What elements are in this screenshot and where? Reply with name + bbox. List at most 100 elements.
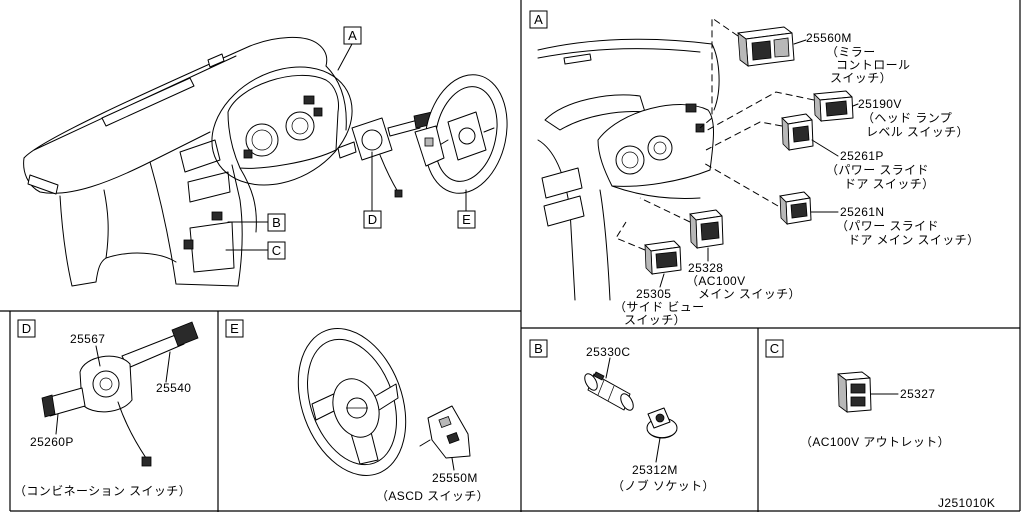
part-number-25327: 25327 xyxy=(900,387,935,401)
part-number-25550m: 25550M xyxy=(432,471,478,485)
detail-a-callout-box xyxy=(529,10,548,29)
part-desc-line: （パワー スライド xyxy=(826,163,929,177)
combination-switch-detail xyxy=(41,321,199,467)
detail-e-panel: E 25550M （ASCD スイッチ） xyxy=(225,319,489,503)
harness-connector xyxy=(394,189,403,198)
dashboard-closeup xyxy=(537,38,720,301)
dash-top-surface xyxy=(23,36,328,159)
detail-c-panel: C 25327 （AC100V アウトレット） xyxy=(765,339,950,449)
part-desc-line: レベル スイッチ） xyxy=(866,125,969,139)
leader-25540 xyxy=(165,351,171,383)
switch-side xyxy=(737,32,749,67)
leader-25330c xyxy=(605,357,611,379)
defroster-slot xyxy=(101,77,195,127)
closeup-vent-left-1 xyxy=(541,167,583,199)
detail-b-panel: B 25330C 25312M （ノブ ソケット） xyxy=(529,339,715,493)
closeup-gauge-left-inner xyxy=(621,151,639,169)
part-number-25567: 25567 xyxy=(70,332,105,346)
part-desc-line: ドア スイッチ） xyxy=(844,177,935,191)
part-number-25328: 25328 xyxy=(688,261,723,275)
ascd-button-upper xyxy=(438,416,452,428)
center-vent-upper xyxy=(179,139,221,173)
part-number-25261n: 25261N xyxy=(840,205,884,219)
dashed-leader-25328 xyxy=(639,197,691,223)
ascd-switch-body xyxy=(427,405,471,459)
part-desc-line: スイッチ） xyxy=(624,313,686,327)
headlamp-level-switch xyxy=(813,90,854,123)
center-stack xyxy=(149,161,243,287)
callout-b-label: B xyxy=(272,215,281,230)
dashed-leader-25261p xyxy=(705,121,783,151)
stalk-left-end xyxy=(41,394,56,418)
stalk-upper-right-knob xyxy=(171,321,199,347)
center-vent-lower xyxy=(187,171,231,203)
switch-side xyxy=(689,212,698,250)
part-number-25330c: 25330C xyxy=(586,345,630,359)
center-lower-panel xyxy=(189,221,235,273)
part-number-25540: 25540 xyxy=(156,381,191,395)
part-number-25305: 25305 xyxy=(636,287,671,301)
detail-c-caption: （AC100V アウトレット） xyxy=(800,435,950,449)
detail-e-caption: （ASCD スイッチ） xyxy=(376,489,489,503)
cluster-switch-a xyxy=(303,95,315,105)
detail-d-panel: D 25567 25540 25260P （コンビネーション スイッチ） xyxy=(14,319,199,498)
detail-e-callout-box xyxy=(225,319,244,338)
leader-25550m xyxy=(451,457,455,471)
ascd-button-overview xyxy=(424,137,434,147)
closeup-right-edge xyxy=(711,43,720,111)
area-a-outline xyxy=(211,66,353,186)
clock-spring-ring xyxy=(92,370,120,398)
stalk-right xyxy=(387,119,421,137)
closeup-gauge-left xyxy=(615,145,645,175)
power-slide-door-main-switch xyxy=(779,191,812,226)
detail-e-callout-label: E xyxy=(230,321,239,336)
closeup-vent-left-2 xyxy=(543,195,585,227)
cluster-gauge-left xyxy=(245,123,279,157)
socket-back-end xyxy=(584,373,598,391)
dash-lower-right xyxy=(239,167,257,233)
steering-wheel-detail xyxy=(297,328,407,476)
harness-connector xyxy=(141,456,152,467)
ascd-switch-detail xyxy=(419,405,471,459)
closeup-lower-panel xyxy=(599,189,611,301)
leader-25312m xyxy=(655,437,661,463)
detail-b-callout-box xyxy=(529,339,548,358)
detail-a-panel: A xyxy=(529,10,979,327)
callout-b-box xyxy=(267,213,286,232)
detail-c-callout-box xyxy=(765,339,784,358)
stalk-upper-right xyxy=(121,333,185,369)
detail-a-dashed-leaders xyxy=(615,17,815,251)
leader-25567 xyxy=(95,345,101,367)
dash-lower-edge xyxy=(23,131,211,194)
part-desc-line: （ヘッド ランプ xyxy=(862,111,952,125)
side-view-switch xyxy=(644,240,682,276)
detail-a-callout-label: A xyxy=(534,12,543,27)
outlet-front xyxy=(845,377,872,413)
leader-25305 xyxy=(659,273,665,288)
cluster-gauge-right-inner xyxy=(291,117,309,135)
callout-e-label: E xyxy=(462,212,471,227)
closeup-vent-upper xyxy=(544,94,646,131)
part-number-25312m: 25312M xyxy=(632,463,678,477)
switch-button xyxy=(655,251,678,269)
part-desc-line: （ミラー xyxy=(826,45,876,59)
drawing-code: J251010K xyxy=(938,496,995,510)
ascd-harness xyxy=(419,439,431,447)
leader-25260p xyxy=(55,413,59,435)
ascd-button-lower xyxy=(446,432,460,444)
ac100v-outlet xyxy=(837,371,872,413)
switch-knob-right xyxy=(773,37,790,58)
socket-25330c xyxy=(584,371,634,411)
part-number-25560m: 25560M xyxy=(806,31,852,45)
detail-a-labels: 25560M （ミラー コントロール スイッチ） 25190V （ヘッド ランプ… xyxy=(614,31,979,327)
stack-switch-2 xyxy=(183,239,194,250)
dashed-leader-25261n xyxy=(701,161,779,207)
knob-center xyxy=(655,413,665,423)
detail-a-leaders xyxy=(659,39,859,288)
detail-c-callout-label: C xyxy=(770,341,779,356)
clock-spring-center xyxy=(99,377,113,391)
combination-switch-overview xyxy=(337,111,435,198)
dashed-leader-25305 xyxy=(615,221,646,251)
part-desc-line: スイッチ） xyxy=(830,71,892,85)
